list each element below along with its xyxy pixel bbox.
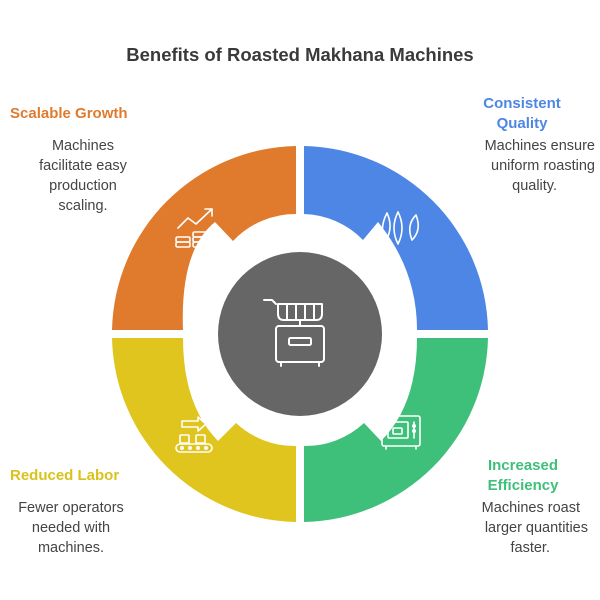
grains-icon xyxy=(381,211,420,245)
center-circle xyxy=(218,252,382,416)
desc-line: uniform roasting xyxy=(491,158,595,174)
desc-line: production xyxy=(49,178,117,194)
label-line: Consistent xyxy=(483,95,561,112)
makhana-roasting-machine-icon xyxy=(263,299,325,367)
desc-line: larger quantities xyxy=(484,520,588,536)
segment-desc-consistent-quality: Machines ensure uniform roasting quality… xyxy=(450,136,595,196)
segment-desc-increased-efficiency: Machines roast larger quantities faster. xyxy=(448,498,588,558)
desc-line: Machines roast xyxy=(481,500,580,516)
roasting-oven-icon xyxy=(381,415,421,450)
desc-line: Machines xyxy=(51,138,115,154)
desc-line: faster. xyxy=(510,540,551,556)
desc-line: Machines ensure xyxy=(484,138,595,154)
segment-label-consistent-quality: Consistent Quality xyxy=(462,94,582,134)
desc-line: needed with xyxy=(31,520,111,536)
ring-segment-scalable-growth xyxy=(112,146,296,330)
segment-label-reduced-labor: Reduced Labor xyxy=(10,467,120,484)
page-title: Benefits of Roasted Makhana Machines xyxy=(126,44,474,65)
conveyor-belt-icon xyxy=(175,416,213,453)
desc-line: facilitate easy xyxy=(39,158,127,174)
segment-label-increased-efficiency: Increased Efficiency xyxy=(468,456,578,496)
ring-segment-increased-efficiency xyxy=(304,338,488,522)
label-line: Increased xyxy=(487,457,559,474)
desc-line: Fewer operators xyxy=(18,500,124,516)
segment-label-scalable-growth: Scalable Growth xyxy=(10,105,128,122)
desc-line: scaling. xyxy=(58,198,108,214)
desc-line: machines. xyxy=(37,540,105,556)
ring-segment-reduced-labor xyxy=(112,338,296,522)
label-line: Quality xyxy=(496,115,548,132)
label-line: Efficiency xyxy=(487,477,559,494)
desc-line: quality. xyxy=(512,178,557,194)
segment-desc-reduced-labor: Fewer operators needed with machines. xyxy=(6,498,136,558)
growth-chart-coins-icon xyxy=(175,208,213,248)
segment-desc-scalable-growth: Machines facilitate easy production scal… xyxy=(8,136,158,216)
